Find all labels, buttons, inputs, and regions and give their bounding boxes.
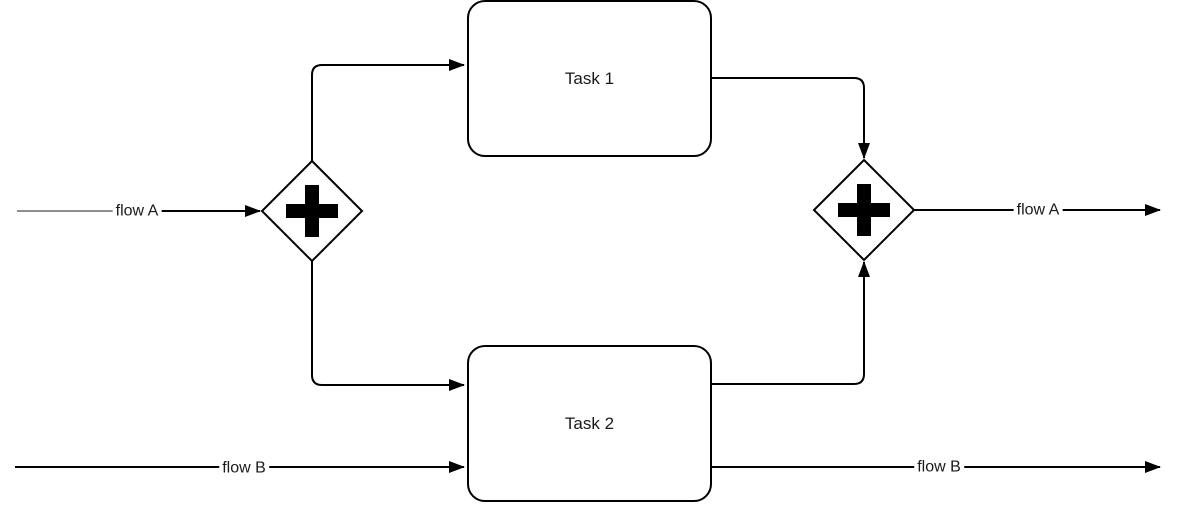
task2-to-join-edge bbox=[712, 261, 870, 385]
plus-icon-left bbox=[286, 185, 338, 237]
flow-a-out-label: flow A bbox=[1013, 200, 1063, 220]
split-to-task1-edge bbox=[311, 59, 465, 161]
split-to-task2-edge bbox=[311, 261, 465, 391]
task-node-1: Task 1 bbox=[467, 0, 712, 157]
task-node-2: Task 2 bbox=[467, 345, 712, 502]
task1-to-join-edge bbox=[712, 77, 870, 159]
flow-b-out-label: flow B bbox=[914, 457, 964, 477]
task-2-label: Task 2 bbox=[564, 413, 615, 433]
flow-a-in-label: flow A bbox=[112, 201, 162, 221]
plus-icon-right bbox=[838, 184, 890, 236]
flow-b-in-label: flow B bbox=[219, 458, 269, 478]
task-1-label: Task 1 bbox=[564, 68, 615, 88]
